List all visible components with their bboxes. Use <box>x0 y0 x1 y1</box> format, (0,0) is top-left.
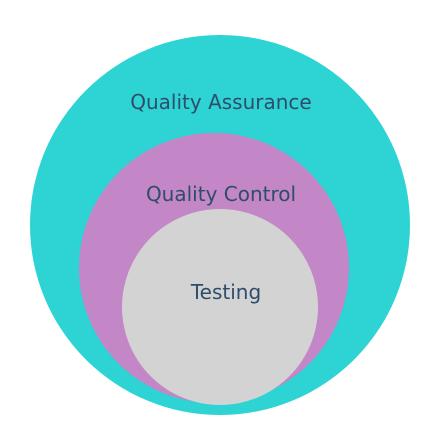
testing-label: Testing <box>190 280 261 304</box>
quality-assurance-label: Quality Assurance <box>130 90 311 114</box>
quality-control-label: Quality Control <box>146 182 296 206</box>
testing-circle <box>122 209 318 405</box>
